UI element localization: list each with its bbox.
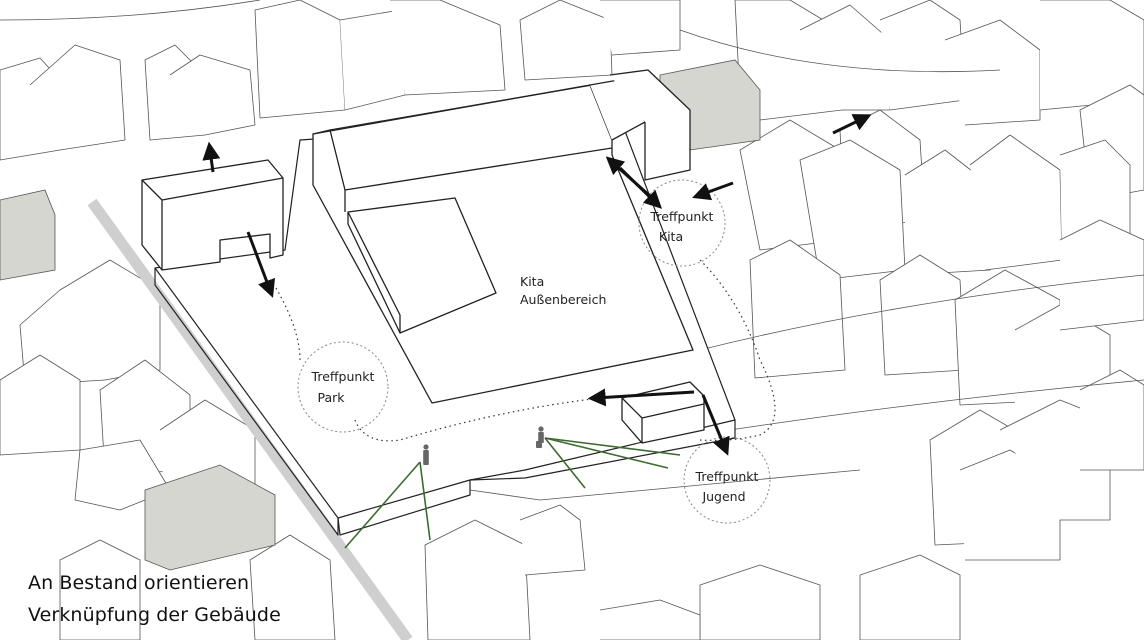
label-meeting-kita-1: Treffpunkt: [650, 209, 714, 224]
label-meeting-kita-2: Kita: [659, 229, 683, 244]
label-meeting-park-1: Treffpunkt: [311, 369, 375, 384]
label-kita-outdoor-1: Kita: [520, 274, 544, 289]
diagram-labels: Kita Außenbereich Treffpunkt Park Treffp…: [311, 209, 759, 504]
caption-line-2: Verknüpfung der Gebäude: [28, 604, 281, 626]
label-kita-outdoor-2: Außenbereich: [520, 292, 606, 307]
label-meeting-park-2: Park: [317, 390, 345, 405]
left-pavilion: [141, 159, 284, 271]
person-figures: [423, 426, 544, 465]
person-icon: [423, 444, 429, 465]
label-meeting-youth-1: Treffpunkt: [695, 469, 759, 484]
meeting-circle-park: [297, 341, 389, 433]
right-pavilion: [621, 381, 705, 444]
sight-lines: [344, 437, 681, 549]
meeting-circle-youth: [683, 436, 771, 524]
caption-line-1: An Bestand orientieren: [28, 572, 250, 594]
arrow-up-icon: [202, 141, 221, 173]
rail-track: [87, 198, 413, 640]
meeting-circle-kita: [638, 179, 726, 267]
arrow-down-icon: [701, 394, 730, 456]
meeting-circles: [297, 179, 771, 524]
arrow-down-icon: [246, 231, 276, 298]
movement-arrows: [202, 114, 872, 456]
arrow-left-icon: [587, 388, 695, 407]
arrow-left-icon: [692, 181, 734, 201]
label-meeting-youth-2: Jugend: [701, 489, 745, 504]
dotted-path: [275, 259, 776, 442]
main-building: [312, 69, 694, 404]
arrow-double-icon: [605, 156, 652, 198]
arrow-right-icon: [832, 114, 872, 135]
person-icon: [536, 426, 544, 448]
